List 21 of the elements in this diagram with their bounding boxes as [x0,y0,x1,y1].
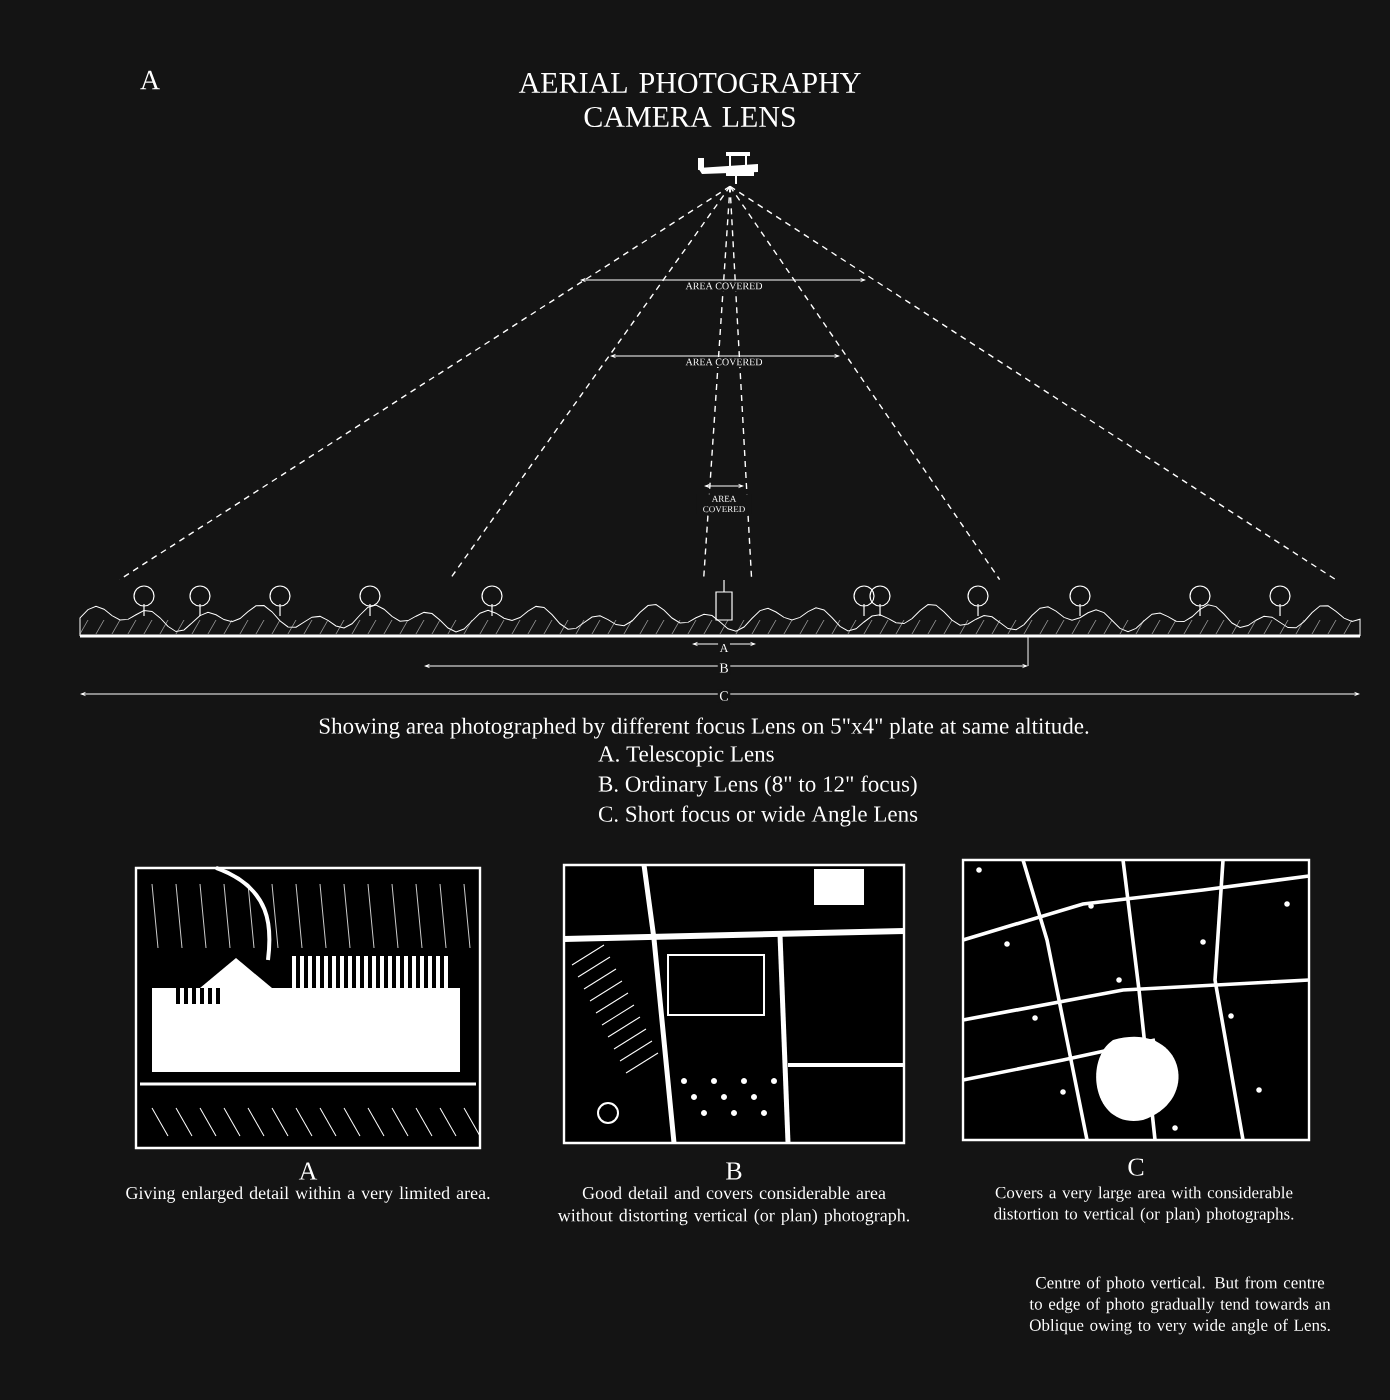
landscape-drawing [79,579,1361,638]
sight-line [729,185,753,581]
sight-line [702,185,731,581]
lens-item: C. Short focus or wide Angle Lens [598,805,918,827]
photo-letter: B [726,1162,742,1180]
photo-caption: Covers a very large area with considerable distortion to vertical (or plan) photographs. [994,1186,1294,1224]
title: AERIAL PHOTOGRAPHY CAMERA LENS [518,72,861,128]
biplane-drawing [698,152,758,185]
photo-letter: A [298,1162,318,1180]
description-text: Showing area photographed by different focus Lens on 5"x4" plate at same altitude. [319,717,1089,739]
sight-line [118,185,731,581]
sight-line [729,185,1001,581]
photo-caption: Good detail and covers considerable area without distorting vertical (or plan) photograph. [557,1186,910,1226]
sight-line [448,185,731,581]
sight-line [729,185,1337,581]
lens-item: B. Ordinary Lens (8" to 12" focus) [598,775,917,797]
panel-letter: A [140,70,160,90]
photo-caption: Giving enlarged detail within a very limited area. [126,1186,490,1203]
lens-item: A. Telescopic Lens [598,745,774,767]
photo-letter: C [1128,1158,1144,1176]
photo-caption: Centre of photo vertical. But from centre to edge of photo gradually tend towards an Oblique owing to very wide angle of Lens. [1029,1276,1331,1335]
